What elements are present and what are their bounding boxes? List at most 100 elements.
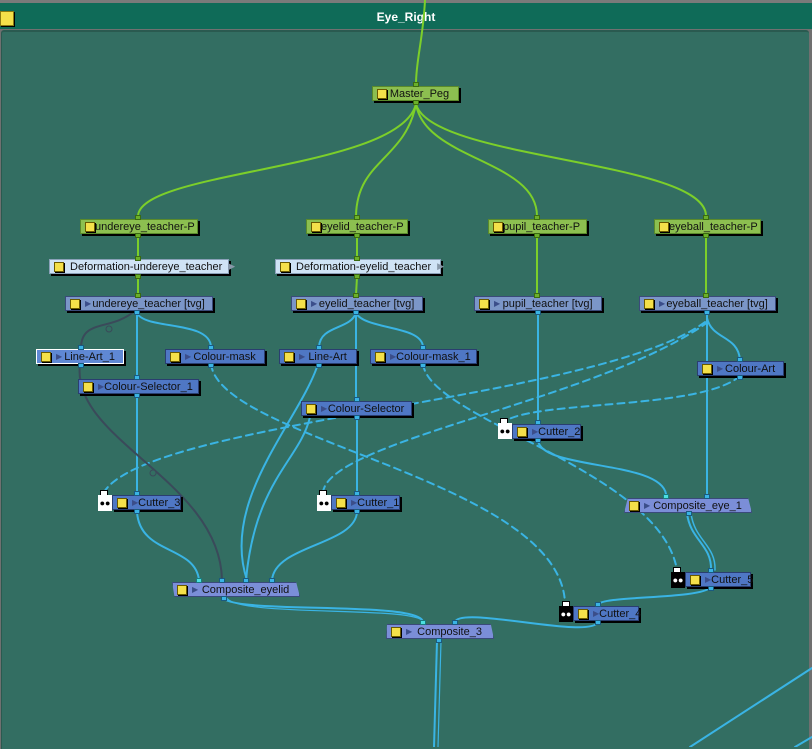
node-colour-mask[interactable]: ▶ Colour-mask [165, 349, 265, 364]
node-pupil-peg[interactable]: pupil_teacher-P [488, 219, 587, 234]
enable-toggle-icon[interactable] [690, 574, 700, 585]
expand-arrow-icon[interactable]: ▶ [192, 585, 199, 594]
expand-arrow-icon[interactable]: ▶ [390, 352, 397, 361]
enable-toggle-icon[interactable] [296, 298, 306, 309]
output-port[interactable] [134, 509, 140, 514]
input-port[interactable] [708, 568, 714, 573]
expand-arrow-icon[interactable]: ▶ [717, 364, 724, 373]
input-port[interactable] [353, 293, 359, 298]
enable-toggle-icon[interactable] [702, 363, 712, 374]
output-port[interactable] [354, 274, 360, 279]
output-port[interactable] [354, 233, 360, 238]
output-port[interactable] [134, 393, 140, 398]
input-port[interactable] [420, 345, 426, 350]
node-colour-selector[interactable]: ▶ Colour-Selector [301, 401, 412, 416]
group-enable-icon[interactable] [0, 11, 14, 26]
expand-arrow-icon[interactable]: ▶ [98, 382, 105, 391]
output-port[interactable] [135, 233, 141, 238]
node-cutter-3[interactable]: ▶ Cutter_3 [112, 495, 181, 510]
node-eyeball-peg[interactable]: eyeball_teacher-P [654, 219, 761, 234]
input-port[interactable] [196, 578, 202, 583]
node-colour-selector-1[interactable]: ▶ Colour-Selector_1 [78, 379, 199, 394]
enable-toggle-icon[interactable] [85, 221, 95, 232]
output-port[interactable] [703, 233, 709, 238]
output-port[interactable] [708, 586, 714, 591]
output-port[interactable] [534, 233, 540, 238]
node-line-art-1[interactable]: ▶ Line-Art_1 [36, 349, 124, 364]
expand-arrow-icon[interactable]: ▶ [311, 299, 318, 308]
expand-arrow-icon[interactable]: ▶ [132, 498, 139, 507]
input-port[interactable] [135, 256, 141, 261]
enable-toggle-icon[interactable] [578, 608, 588, 619]
enable-toggle-icon[interactable] [377, 88, 387, 99]
output-port[interactable] [413, 100, 419, 105]
input-port[interactable] [135, 293, 141, 298]
enable-toggle-icon[interactable] [311, 221, 321, 232]
expand-arrow-icon[interactable]: ▶ [185, 352, 192, 361]
input-port[interactable] [354, 491, 360, 496]
input-port[interactable] [452, 620, 458, 625]
input-port[interactable] [595, 602, 601, 607]
node-eyelid-peg[interactable]: eyelid_teacher-P [306, 219, 408, 234]
expand-arrow-icon[interactable]: ▶ [228, 261, 236, 271]
expand-arrow-icon[interactable]: ▶ [705, 575, 712, 584]
input-port[interactable] [78, 345, 84, 350]
enable-toggle-icon[interactable] [306, 403, 316, 414]
input-port[interactable] [413, 82, 419, 87]
expand-arrow-icon[interactable]: ▶ [56, 352, 63, 361]
node-line-art[interactable]: ▶ Line-Art [279, 349, 357, 364]
node-pupil-drawing[interactable]: ▶ pupil_teacher [tvg] [474, 296, 602, 311]
enable-toggle-icon[interactable] [659, 221, 669, 232]
input-port[interactable] [704, 494, 710, 499]
input-port[interactable] [134, 491, 140, 496]
expand-arrow-icon[interactable]: ▶ [437, 261, 445, 271]
node-cutter-4[interactable]: ▶ Cutter_4 [573, 606, 641, 621]
enable-toggle-icon[interactable] [284, 351, 294, 362]
output-port[interactable] [78, 363, 84, 368]
output-port[interactable] [436, 638, 442, 643]
enable-toggle-icon[interactable] [644, 298, 654, 309]
output-port[interactable] [354, 509, 360, 514]
enable-toggle-icon[interactable] [70, 298, 80, 309]
enable-toggle-icon[interactable] [493, 221, 503, 232]
node-composite-3[interactable]: ▶ Composite_3 [386, 624, 494, 639]
node-colour-art[interactable]: ▶ Colour-Art [697, 361, 784, 376]
expand-arrow-icon[interactable]: ▶ [351, 498, 358, 507]
expand-arrow-icon[interactable]: ▶ [593, 609, 600, 618]
enable-toggle-icon[interactable] [177, 584, 187, 595]
input-port[interactable] [663, 494, 669, 499]
output-port[interactable] [704, 310, 710, 315]
output-port[interactable] [595, 620, 601, 625]
node-undereye-peg[interactable]: undereye_teacher-P [80, 219, 198, 234]
output-port[interactable] [535, 438, 541, 443]
output-port[interactable] [535, 310, 541, 315]
node-cutter-1[interactable]: ▶ Cutter_1 [331, 495, 400, 510]
input-port[interactable] [135, 215, 141, 220]
enable-toggle-icon[interactable] [336, 497, 346, 508]
input-port[interactable] [219, 578, 225, 583]
node-master-peg[interactable]: Master_Peg [372, 86, 459, 101]
input-port[interactable] [534, 293, 540, 298]
expand-arrow-icon[interactable]: ▶ [532, 427, 539, 436]
input-port[interactable] [316, 345, 322, 350]
node-composite-eyelid[interactable]: ▶ Composite_eyelid [172, 582, 300, 597]
enable-toggle-icon[interactable] [375, 351, 385, 362]
enable-toggle-icon[interactable] [83, 381, 93, 392]
enable-toggle-icon[interactable] [41, 351, 51, 362]
output-port[interactable] [135, 274, 141, 279]
expand-arrow-icon[interactable]: ▶ [406, 627, 413, 636]
input-port[interactable] [420, 620, 426, 625]
node-deformation-undereye[interactable]: Deformation-undereye_teacher ▶ [49, 259, 235, 274]
expand-arrow-icon[interactable]: ▶ [321, 404, 328, 413]
enable-toggle-icon[interactable] [54, 261, 64, 272]
enable-toggle-icon[interactable] [117, 497, 127, 508]
output-port[interactable] [208, 363, 214, 368]
node-deformation-eyelid[interactable]: Deformation-eyelid_teacher ▶ [275, 259, 445, 274]
expand-arrow-icon[interactable]: ▶ [85, 299, 92, 308]
input-port[interactable] [269, 578, 275, 583]
node-colour-mask-1[interactable]: ▶ Colour-mask_1 [370, 349, 477, 364]
expand-arrow-icon[interactable]: ▶ [494, 299, 501, 308]
output-port[interactable] [686, 511, 692, 516]
input-port[interactable] [134, 375, 140, 380]
node-eyeball-drawing[interactable]: ▶ eyeball_teacher [tvg] [639, 296, 776, 311]
